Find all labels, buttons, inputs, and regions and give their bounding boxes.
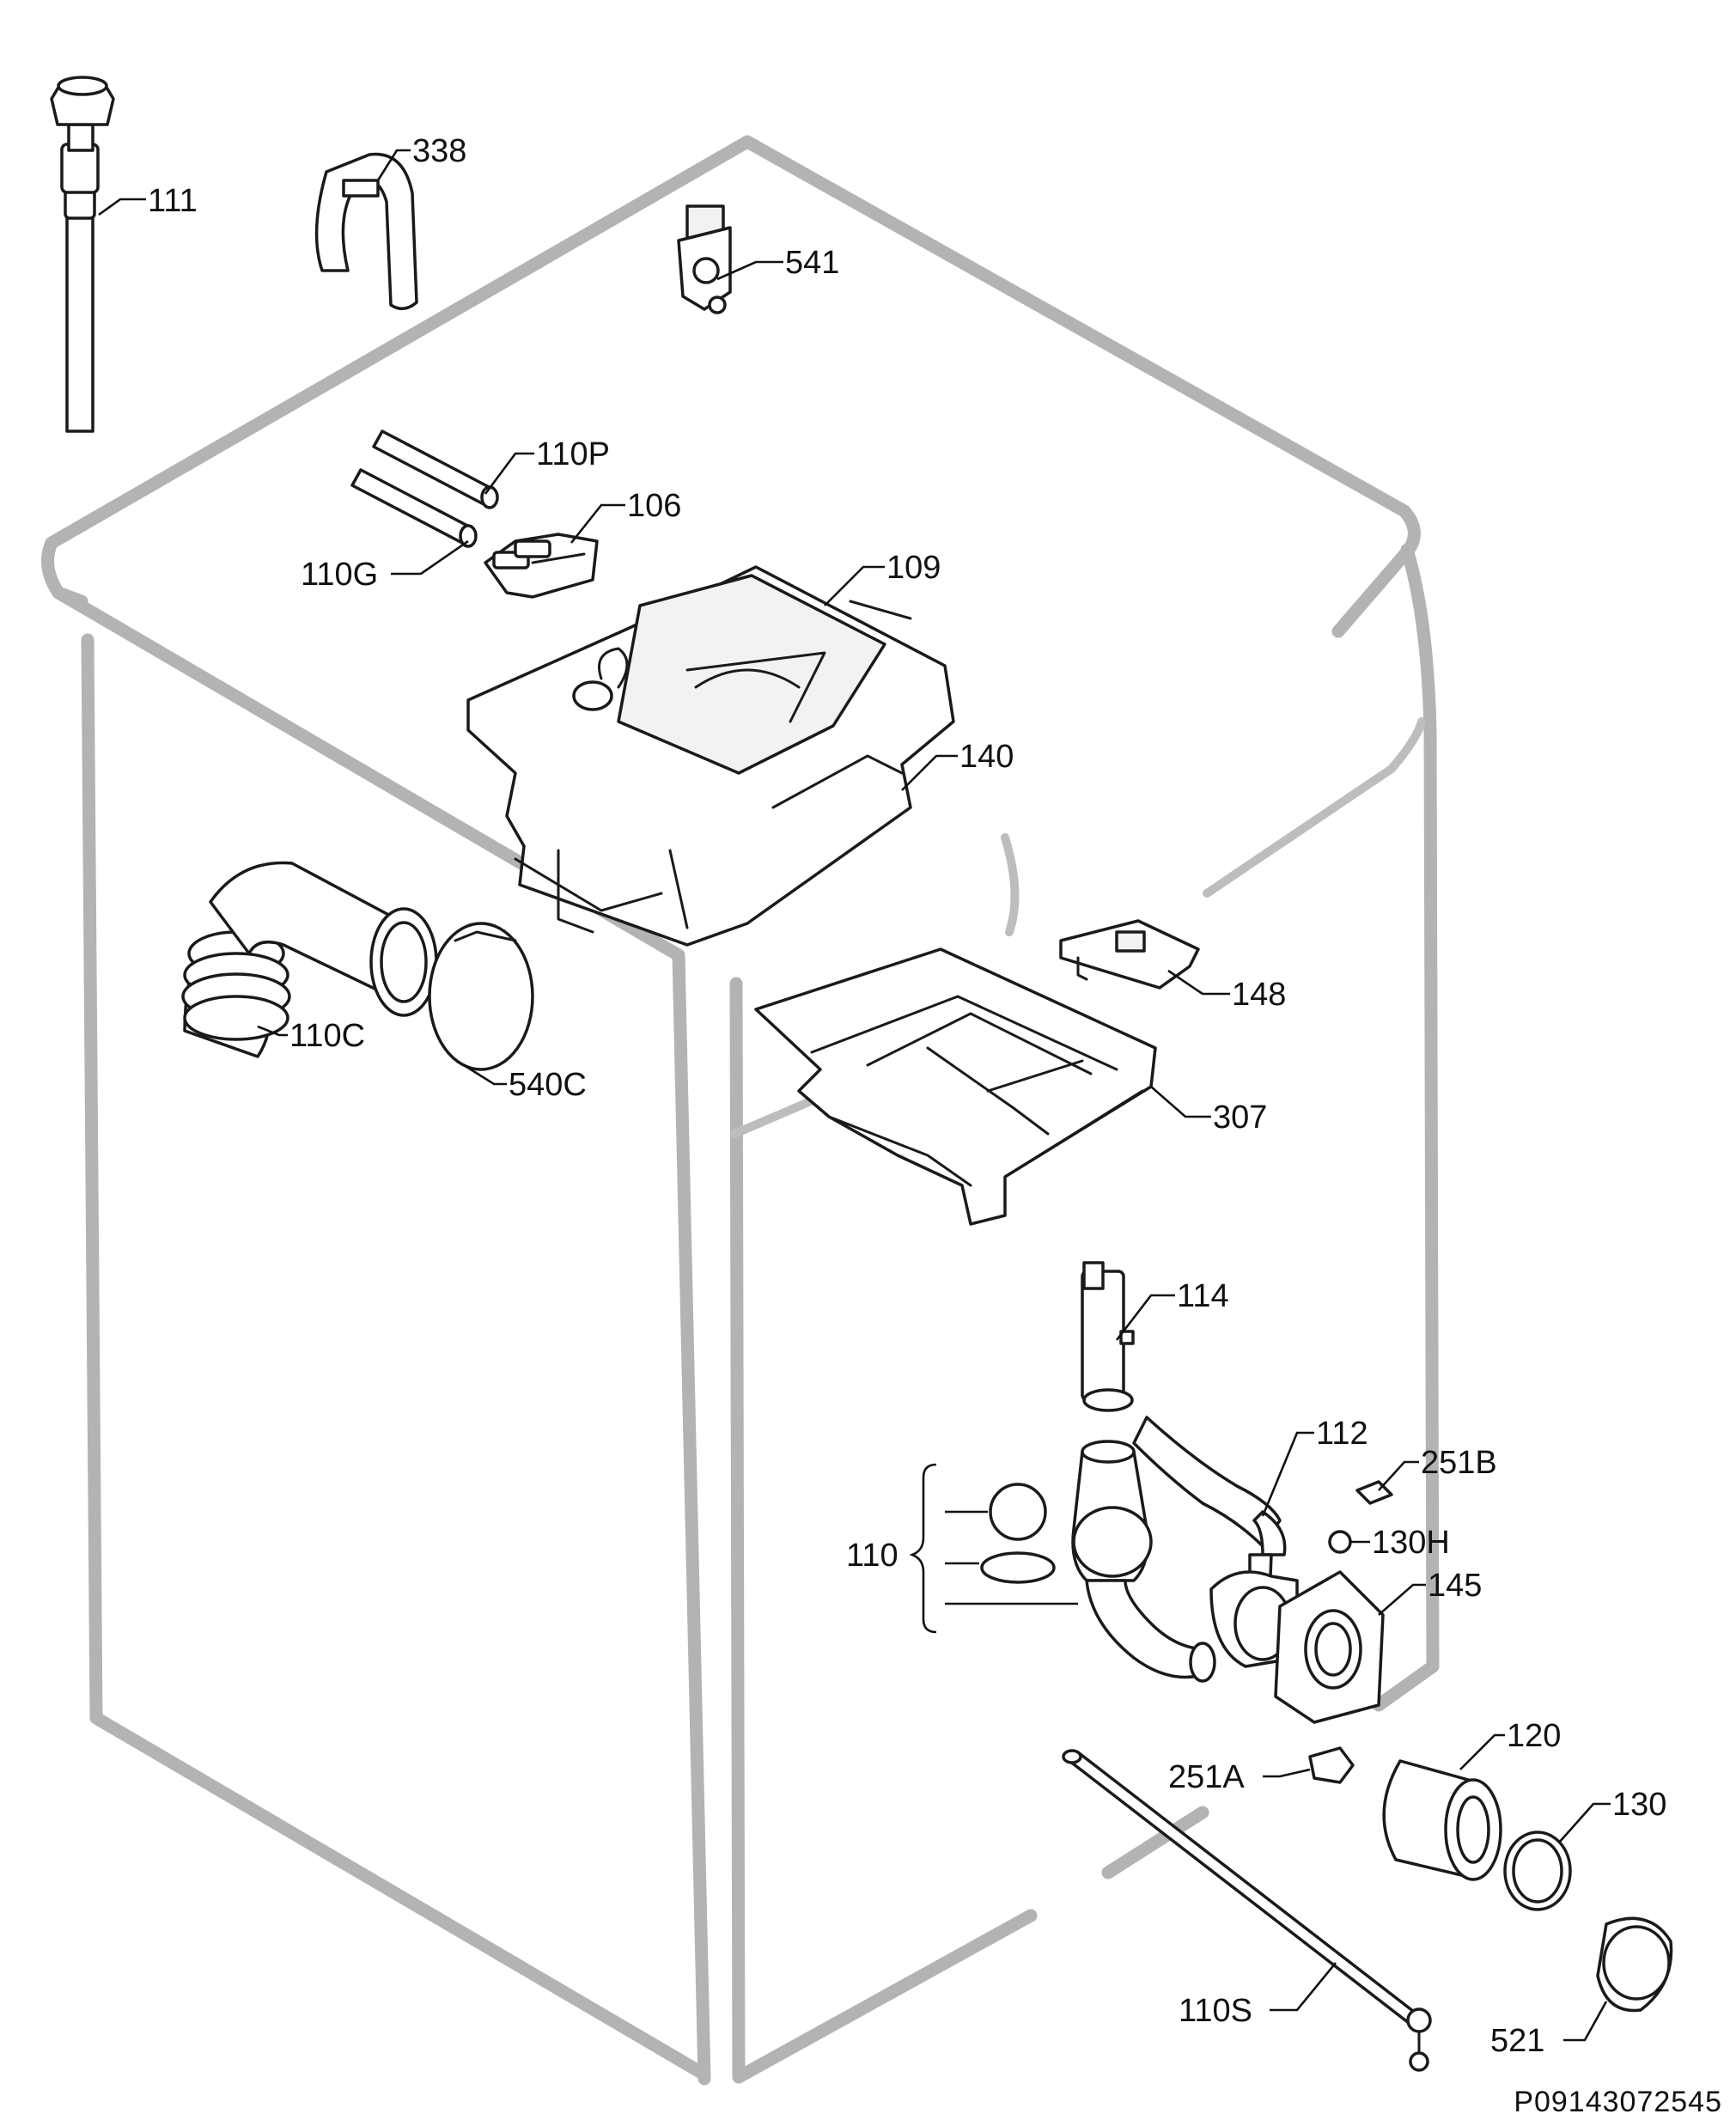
callout-106: 106 (627, 488, 681, 524)
o-ring-130 (1503, 1831, 1572, 1911)
callout-120: 120 (1507, 1718, 1561, 1754)
dispenser-drawer-307 (754, 947, 1157, 1226)
callout-541: 541 (785, 245, 839, 281)
valve-106 (484, 533, 599, 599)
callout-112: 112 (1316, 1416, 1368, 1452)
drawing-code: P09143072545 (1514, 2086, 1722, 2118)
callout-140: 140 (959, 739, 1014, 775)
cabinet-outline (41, 135, 1440, 2086)
callout-110S: 110S (1179, 1993, 1252, 2029)
dispenser-housing-109-140 (466, 565, 955, 947)
callout-110G: 110G (301, 557, 378, 593)
inlet-hose-111 (50, 76, 115, 433)
callout-labels: 111 338 541 110P 106 110G 109 140 148 11… (148, 133, 1666, 2059)
pump-housing-145 (1209, 1570, 1385, 1724)
hose-guide-338 (314, 152, 418, 311)
clamp-ring-540C (428, 922, 534, 1071)
part-541 (677, 204, 732, 314)
callout-145: 145 (1428, 1568, 1482, 1604)
hoses-110P-110G (350, 429, 499, 548)
emergency-drain-hose-110S (1062, 1749, 1432, 2072)
callout-521: 521 (1490, 2023, 1544, 2059)
callout-251B: 251B (1421, 1445, 1497, 1481)
callout-111: 111 (148, 183, 198, 219)
callout-307: 307 (1213, 1100, 1267, 1136)
filter-cap-521 (1596, 1916, 1673, 2013)
bellows-hose-110C (181, 861, 438, 1058)
callout-114: 114 (1177, 1278, 1229, 1314)
callout-540C: 540C (509, 1067, 587, 1103)
callout-110P: 110P (536, 436, 610, 472)
callout-130: 130 (1612, 1787, 1666, 1823)
callout-130H: 130H (1372, 1525, 1450, 1561)
callout-338: 338 (412, 133, 466, 169)
callout-109: 109 (886, 550, 941, 586)
callout-148: 148 (1232, 977, 1286, 1013)
part-251A (1308, 1746, 1355, 1784)
callout-251A: 251A (1168, 1759, 1245, 1795)
air-chamber-114 (1081, 1261, 1135, 1412)
leader-lines (98, 149, 1611, 2042)
callout-110: 110 (846, 1538, 898, 1574)
sump-assembly-110 (980, 1440, 1216, 1683)
hose-112 (1132, 1416, 1287, 1599)
insert-148 (1059, 919, 1200, 990)
callout-110C: 110C (289, 1018, 365, 1054)
filter-120 (1382, 1759, 1502, 1881)
